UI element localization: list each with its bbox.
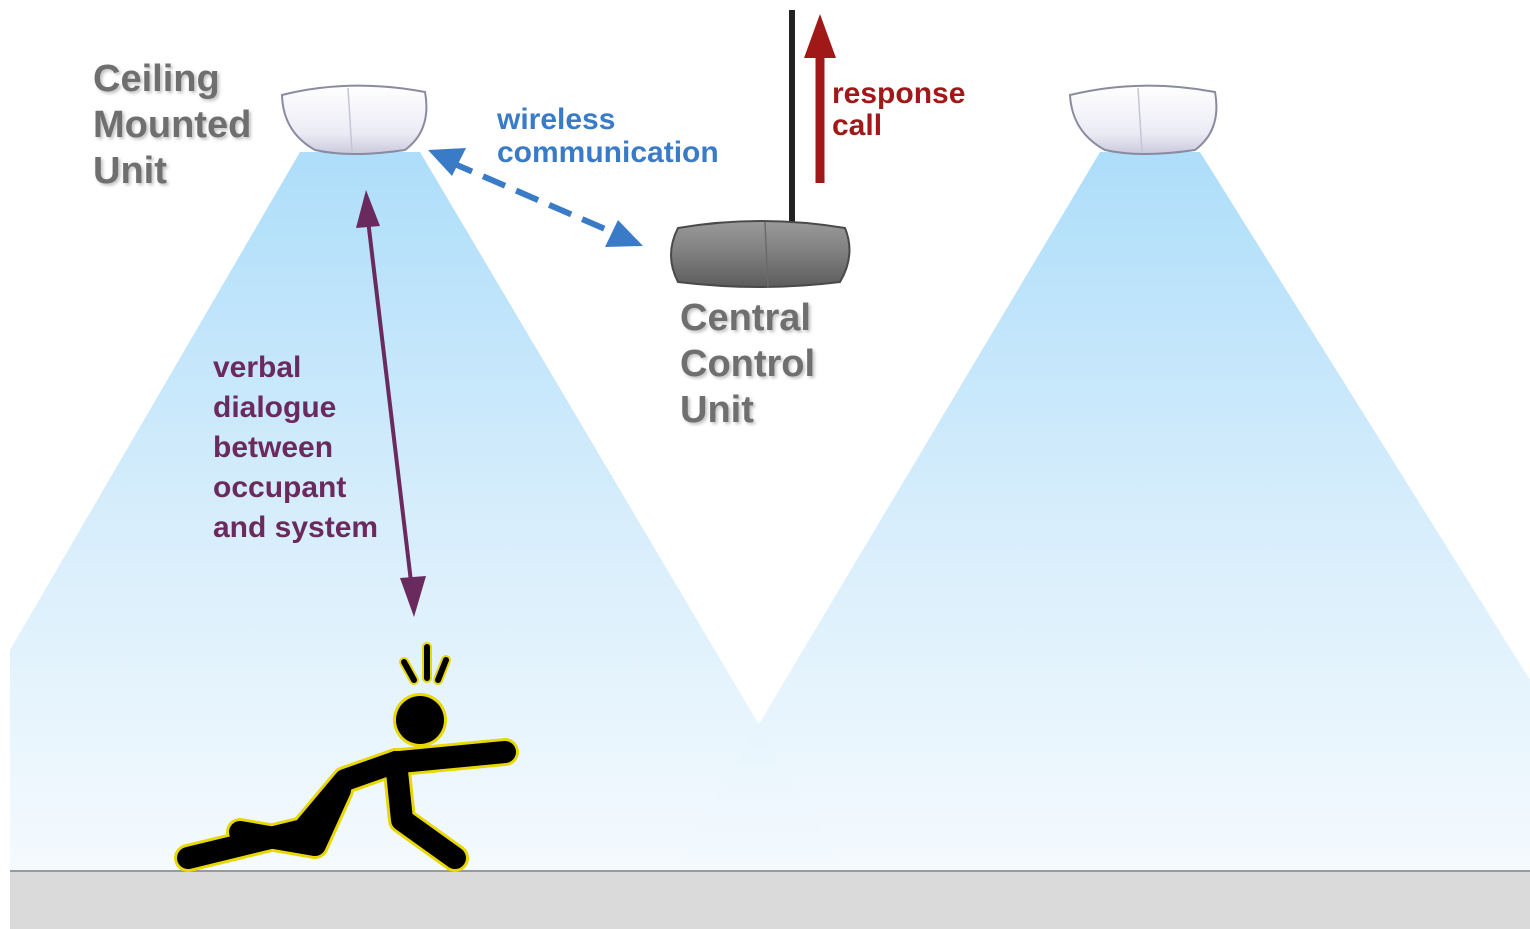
verbal-dialogue-arrow — [356, 190, 426, 617]
wireless-communication-arrow — [428, 148, 643, 247]
verbal-label-line3: between — [213, 431, 334, 464]
alert-lines-icon — [399, 642, 451, 685]
central-unit-label-line2: Control — [680, 343, 816, 385]
light-cone-left — [10, 152, 845, 870]
verbal-dialogue-label: verbal dialogue between occupant and sys… — [213, 348, 378, 548]
central-unit-label-line1: Central — [680, 297, 811, 339]
hub-device-icon — [670, 220, 851, 289]
ceiling-sensor-icon — [280, 84, 428, 155]
response-call-arrow — [804, 14, 836, 183]
wireless-label: wireless communication — [497, 103, 719, 169]
fallen-person-icon — [174, 693, 519, 872]
ceiling-sensor-icon-right — [1068, 84, 1218, 155]
verbal-label-line4: occupant — [213, 471, 347, 504]
wireless-label-line1: wireless — [497, 103, 616, 136]
verbal-label-line2: dialogue — [213, 391, 337, 424]
light-cone-right — [672, 152, 1530, 870]
central-unit-label-line3: Unit — [680, 389, 754, 431]
central-unit-label: Central Control Unit — [680, 295, 815, 433]
floor — [10, 870, 1530, 929]
verbal-label-line5: and system — [213, 511, 379, 544]
wireless-label-line2: communication — [497, 136, 719, 169]
response-call-label-line1: response — [832, 77, 966, 110]
response-call-label-line2: call — [832, 109, 883, 142]
ceiling-unit-label: Ceiling Mounted Unit — [93, 56, 251, 194]
ceiling-unit-label-line2: Mounted — [93, 104, 252, 146]
verbal-label-line1: verbal — [213, 351, 302, 384]
ceiling-unit-label-line1: Ceiling — [93, 58, 220, 100]
ceiling-unit-label-line3: Unit — [93, 150, 167, 192]
response-call-label: response call — [832, 78, 965, 142]
